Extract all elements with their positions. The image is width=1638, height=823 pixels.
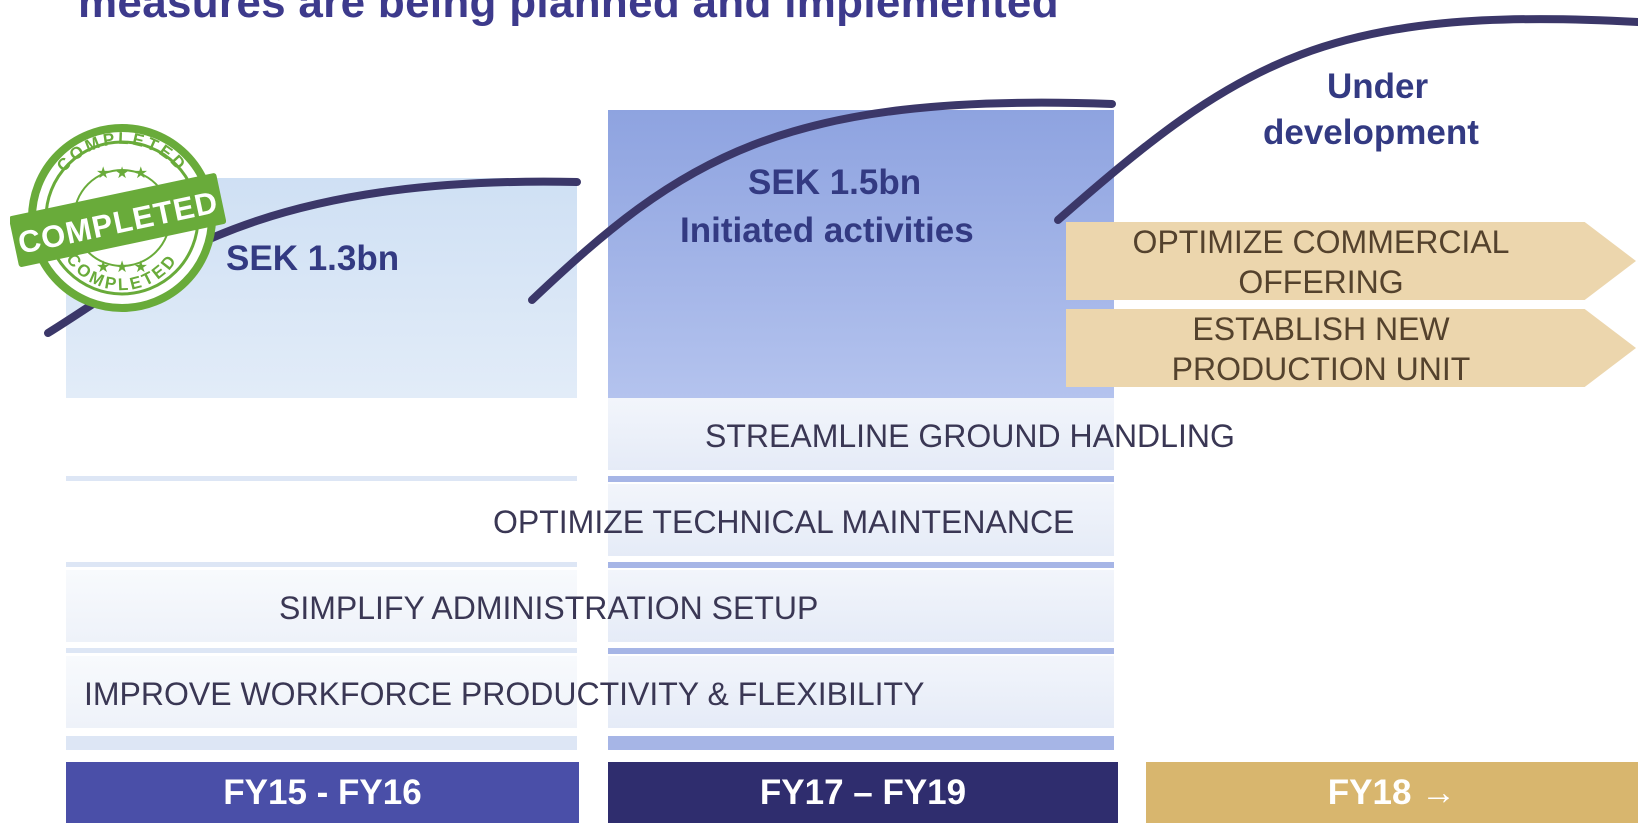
arrow-new-production-line2: PRODUCTION UNIT	[1171, 351, 1471, 387]
band-administration-phase1	[66, 570, 577, 642]
phase2-background	[608, 110, 1114, 398]
page-title: measures are being planned and implement…	[78, 0, 1059, 27]
measure-ground-handling: STREAMLINE GROUND HANDLING	[705, 418, 1235, 454]
band-technical-maintenance	[608, 484, 1114, 556]
measure-technical-maintenance: OPTIMIZE TECHNICAL MAINTENANCE	[493, 504, 1075, 540]
phase3-status-line1: Under	[1327, 67, 1429, 106]
measure-administration: SIMPLIFY ADMINISTRATION SETUP	[279, 590, 819, 626]
phase3-status-line2: development	[1263, 113, 1479, 152]
arrow-establish-production-unit: ESTABLISH NEW PRODUCTION UNIT	[1066, 309, 1636, 387]
phase3-period-label: FY18 →	[1327, 772, 1457, 812]
band-administration	[608, 570, 1114, 642]
svg-text:★ ★ ★: ★ ★ ★	[96, 259, 148, 276]
arrow-optimize-commercial-line1: OPTIMIZE COMMERCIAL	[1132, 224, 1510, 260]
band-divider	[608, 562, 1114, 568]
phase3-period: FY18 →	[1146, 762, 1638, 823]
completed-stamp: COMPLETED COMPLETED ★ ★ ★ ★ ★ ★ COMPLETE…	[9, 112, 227, 312]
phase2-amount: SEK 1.5bn	[748, 163, 922, 202]
svg-text:★ ★ ★: ★ ★ ★	[96, 165, 148, 182]
arrow-optimize-commercial-offering: OPTIMIZE COMMERCIAL OFFERING	[1066, 222, 1636, 300]
band-divider	[608, 476, 1114, 482]
phase2-period: FY17 – FY19	[608, 762, 1118, 823]
phase1-period: FY15 - FY16	[66, 762, 579, 823]
band-divider	[608, 736, 1114, 750]
band-divider	[66, 736, 577, 750]
phase2-subtitle: Initiated activities	[680, 211, 974, 250]
phase2-period-label: FY17 – FY19	[759, 772, 967, 812]
band-workforce	[608, 656, 1114, 728]
band-divider	[66, 562, 577, 567]
measure-workforce: IMPROVE WORKFORCE PRODUCTIVITY & FLEXIBI…	[84, 676, 925, 712]
arrow-optimize-commercial-line2: OFFERING	[1238, 264, 1404, 300]
band-workforce-phase1	[66, 656, 577, 728]
band-ground-handling	[608, 398, 1114, 470]
band-divider	[66, 648, 577, 653]
arrow-new-production-line1: ESTABLISH NEW	[1192, 311, 1450, 347]
stamp-icon: COMPLETED COMPLETED ★ ★ ★ ★ ★ ★ COMPLETE…	[9, 124, 227, 312]
band-divider	[66, 476, 577, 481]
phase1-period-label: FY15 - FY16	[223, 772, 422, 812]
phase1-amount: SEK 1.3bn	[226, 239, 400, 278]
band-divider	[608, 648, 1114, 654]
